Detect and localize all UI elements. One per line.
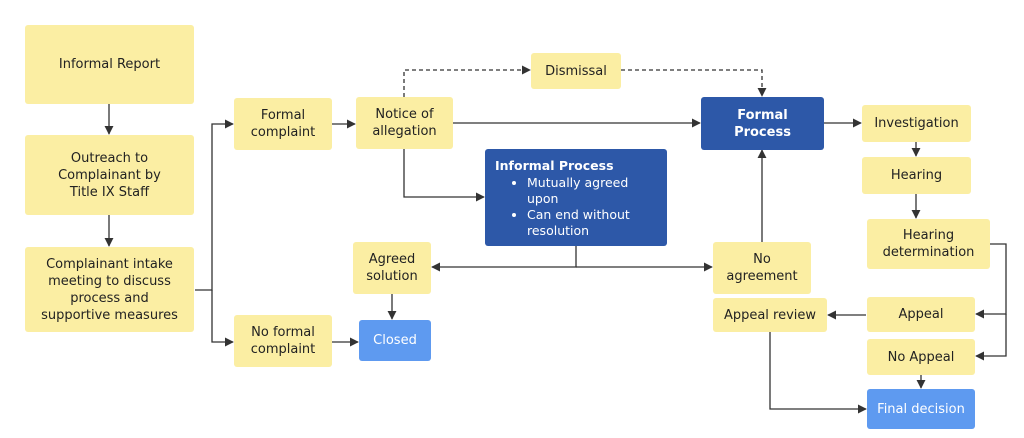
node-closed: Closed xyxy=(359,320,431,361)
informal-process-title: Informal Process xyxy=(495,158,614,173)
arrow-notice-to-dismissal xyxy=(403,65,531,97)
node-formal-process: Formal Process xyxy=(701,97,824,150)
arrow-informal-to-agreed-solution xyxy=(431,246,577,272)
node-notice-of-allegation: Notice of allegation xyxy=(356,97,453,149)
node-appeal-review: Appeal review xyxy=(713,298,827,332)
informal-process-bullet: Mutually agreed upon xyxy=(527,175,657,207)
node-informal-process: Informal Process Mutually agreed upon Ca… xyxy=(485,149,667,246)
node-no-agreement: No agreement xyxy=(713,242,811,294)
node-no-formal-complaint: No formal complaint xyxy=(234,315,332,367)
arrow-determination-to-appeal xyxy=(975,243,1007,319)
node-complainant-intake: Complainant intake meeting to discuss pr… xyxy=(25,247,194,332)
node-dismissal: Dismissal xyxy=(531,53,621,89)
arrow-determination-to-no-appeal xyxy=(975,314,1007,361)
node-agreed-solution: Agreed solution xyxy=(353,242,431,294)
node-no-appeal: No Appeal xyxy=(867,339,975,375)
arrow-notice-to-informal-process xyxy=(403,149,485,202)
node-final-decision: Final decision xyxy=(867,389,975,429)
node-outreach: Outreach to Complainant by Title IX Staf… xyxy=(25,135,194,215)
node-hearing: Hearing xyxy=(862,157,971,194)
node-hearing-determination: Hearing determination xyxy=(867,219,990,269)
arrow-review-to-final xyxy=(769,332,867,414)
node-informal-report: Informal Report xyxy=(25,25,194,104)
arrow-dismissal-to-formal-process xyxy=(621,69,767,97)
node-formal-complaint: Formal complaint xyxy=(234,98,332,150)
arrow-intake-to-formal-complaint xyxy=(195,119,234,291)
node-appeal: Appeal xyxy=(867,297,975,332)
arrow-intake-to-no-formal-complaint xyxy=(211,290,234,347)
informal-process-bullet: Can end without resolution xyxy=(527,207,657,239)
node-investigation: Investigation xyxy=(862,105,971,142)
informal-process-bullets: Mutually agreed upon Can end without res… xyxy=(495,175,657,239)
